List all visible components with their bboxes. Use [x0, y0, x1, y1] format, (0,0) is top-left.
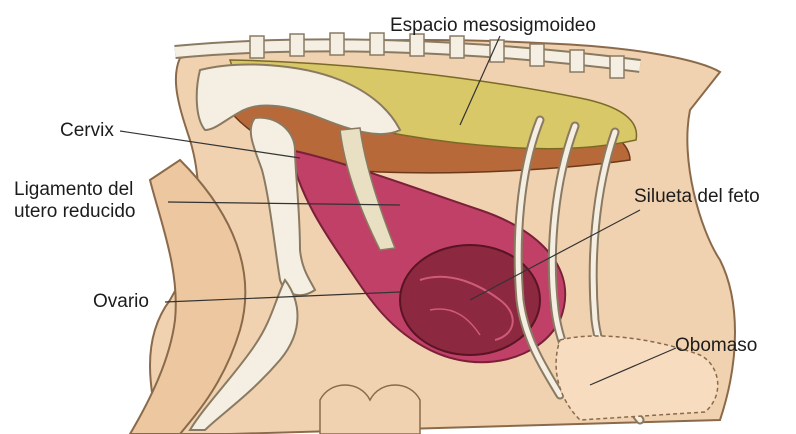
label-espacio-mesosigmoideo: Espacio mesosigmoideo [390, 15, 596, 37]
label-silueta-del-feto: Silueta del feto [634, 186, 760, 208]
label-ligamento-line2: utero reducido [14, 201, 135, 223]
label-obomaso: Obomaso [675, 335, 757, 357]
label-ligamento-line1: Ligamento del [14, 179, 133, 201]
label-cervix: Cervix [60, 120, 114, 142]
label-ovario: Ovario [93, 291, 149, 313]
